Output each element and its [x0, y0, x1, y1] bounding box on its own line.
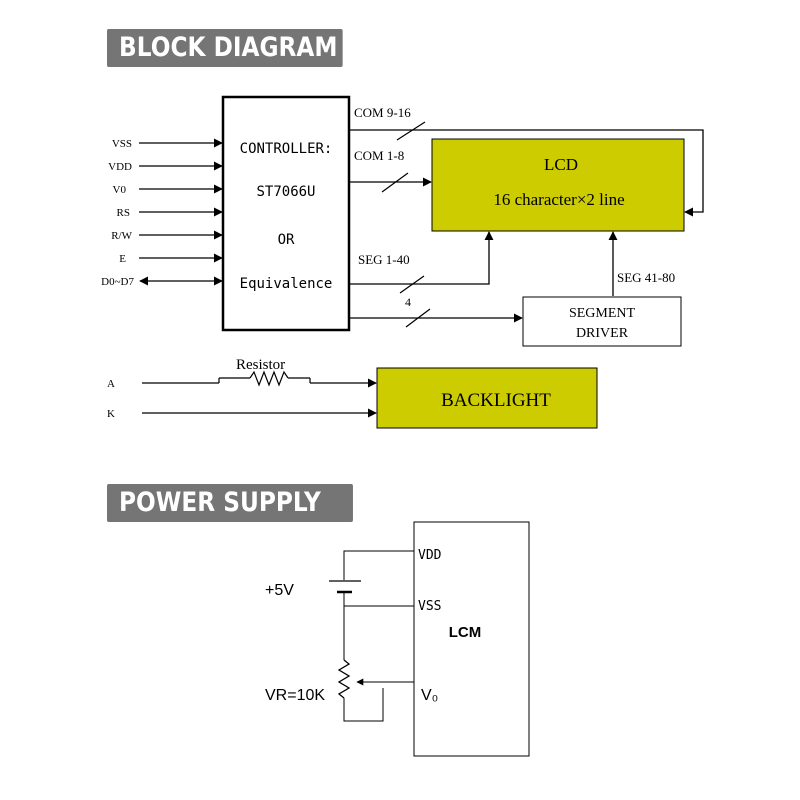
controller-line4: Equivalence [240, 276, 333, 292]
com-upper-label: COM 9-16 [354, 105, 411, 120]
cathode-label: K [107, 408, 115, 420]
controller-line3: OR [278, 232, 295, 248]
resistor-symbol [218, 370, 311, 387]
backlight-box [376, 367, 598, 429]
vdd-wire [343, 550, 414, 580]
com-upper-bus [350, 129, 704, 217]
input-label-v0: V0 [113, 184, 127, 196]
driver-bus-slash [405, 308, 431, 328]
input-label-d0d7: D0~D7 [101, 276, 134, 288]
vss-wire [343, 593, 414, 607]
input-label-vss: VSS [112, 138, 132, 150]
pot-zigzag [337, 659, 351, 699]
pot-bottom-wire [343, 688, 384, 722]
input-label-rw: R/W [111, 230, 132, 242]
lcd-subtitle: 16 character×2 line [493, 190, 624, 209]
lcm-box [413, 521, 530, 757]
seg-right-label: SEG 41-80 [617, 270, 675, 285]
pin-vss-label: VSS [418, 599, 441, 614]
vr-label: VR=10K [265, 687, 325, 704]
input-label-rs: RS [117, 207, 130, 219]
com-upper-slash [396, 121, 426, 141]
segment-driver-line2: DRIVER [576, 326, 629, 341]
block-diagram-title: BLOCK DIAGRAM [119, 32, 338, 63]
pin-v0-label: V₀ [421, 687, 438, 704]
seg-left-slash [399, 275, 425, 294]
input-label-e: E [119, 253, 126, 265]
input-signals: VSS VDD V0 RS R/W E D0~D7 [101, 138, 223, 288]
lcd-box [431, 138, 685, 232]
controller-box [221, 95, 351, 332]
pin-vdd-label: VDD [418, 548, 442, 563]
resistor-label: Resistor [236, 357, 285, 373]
controller-line2: ST7066U [256, 184, 315, 200]
seg-left-bus [350, 231, 494, 285]
segment-driver-line1: SEGMENT [569, 306, 636, 321]
bus-width-label: 4 [405, 295, 411, 309]
input-label-vdd: VDD [108, 161, 132, 173]
backlight-label: BACKLIGHT [441, 390, 551, 411]
power-supply-header: POWER SUPPLY [107, 484, 353, 522]
controller-line1: CONTROLLER: [240, 141, 333, 157]
seg-left-label: SEG 1-40 [358, 252, 410, 267]
com-lower-label: COM 1-8 [354, 148, 404, 163]
com-lower-slash [381, 172, 409, 193]
anode-label: A [107, 378, 115, 390]
lcm-label: LCM [449, 624, 482, 641]
lcd-title: LCD [544, 155, 578, 174]
segment-driver-box [522, 296, 682, 347]
block-diagram-header: BLOCK DIAGRAM [107, 29, 343, 67]
power-supply-title: POWER SUPPLY [119, 487, 321, 518]
supply-label: +5V [265, 582, 294, 599]
